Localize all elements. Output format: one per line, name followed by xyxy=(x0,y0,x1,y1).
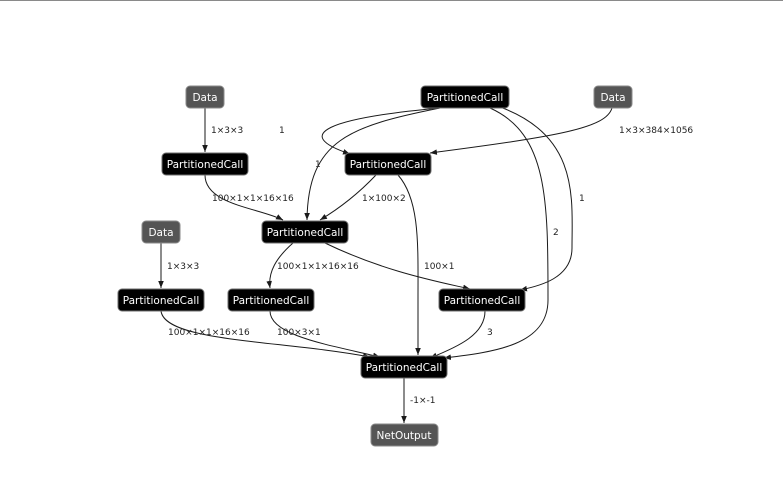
edge-label-top-mid1: 1 xyxy=(279,126,285,136)
node-pc-top-label: PartitionedCall xyxy=(427,92,503,104)
node-pc-left1-label: PartitionedCall xyxy=(167,159,243,171)
edge-label-left2-final: 100×1×1×16×16 xyxy=(168,328,250,338)
edge-label-data-a: 1×3×3 xyxy=(211,126,243,136)
edge-pc-top-to-pc-mid1 xyxy=(321,107,441,155)
node-net-output-label: NetOutput xyxy=(377,430,432,442)
node-pc-final-label: PartitionedCall xyxy=(366,362,442,374)
edge-pc-top-to-pc-right2 xyxy=(499,106,573,292)
node-data-a[interactable]: Data xyxy=(185,85,225,109)
edge-label-left1-center: 100×1×1×16×16 xyxy=(212,194,294,204)
edge-data-b-to-pc-mid1 xyxy=(429,107,613,155)
edge-pc-mid1-to-pc-center xyxy=(319,174,377,221)
node-pc-mid2-label: PartitionedCall xyxy=(233,295,309,307)
node-data-b[interactable]: Data xyxy=(593,85,633,109)
edge-labels: 1×3×3 1 1×3×384×1056 1 1 2 100×1×1×16×16… xyxy=(167,126,693,406)
node-data-a-label: Data xyxy=(192,92,217,104)
node-pc-left1[interactable]: PartitionedCall xyxy=(161,152,249,176)
node-data-c[interactable]: Data xyxy=(141,220,181,244)
edge-label-top-center: 1 xyxy=(315,160,321,170)
edge-label-mid1-center: 1×100×2 xyxy=(362,194,406,204)
edge-pc-top-to-pc-center xyxy=(304,107,441,221)
node-pc-final[interactable]: PartitionedCall xyxy=(360,355,448,379)
edge-label-center-mid2: 100×1×1×16×16 xyxy=(277,262,359,272)
edge-label-mid2-final: 100×3×1 xyxy=(277,328,321,338)
nodes: Data PartitionedCall Data PartitionedCal… xyxy=(117,85,633,447)
edge-label-final-out: -1×-1 xyxy=(410,396,436,406)
node-pc-center-label: PartitionedCall xyxy=(267,227,343,239)
node-data-c-label: Data xyxy=(148,227,173,239)
edge-pc-mid1-to-pc-final xyxy=(397,174,421,355)
node-pc-top[interactable]: PartitionedCall xyxy=(420,85,510,109)
edge-pc-left1-to-pc-center xyxy=(204,174,284,221)
node-pc-mid1[interactable]: PartitionedCall xyxy=(344,152,432,176)
node-pc-left2-label: PartitionedCall xyxy=(123,295,199,307)
edge-label-right2-final: 3 xyxy=(487,328,493,338)
edge-label-data-b: 1×3×384×1056 xyxy=(619,126,693,136)
edge-label-mid1-final: 100×1 xyxy=(424,262,454,272)
edge-label-top-final: 2 xyxy=(553,228,559,238)
edge-pc-left2-to-pc-final xyxy=(160,310,371,359)
edge-pc-center-to-pc-right2 xyxy=(324,242,471,291)
node-data-b-label: Data xyxy=(600,92,625,104)
node-pc-left2[interactable]: PartitionedCall xyxy=(117,288,205,312)
edge-pc-right2-to-pc-final xyxy=(429,310,486,359)
node-pc-right2[interactable]: PartitionedCall xyxy=(438,288,526,312)
edges xyxy=(158,106,613,423)
node-net-output[interactable]: NetOutput xyxy=(370,423,439,447)
node-pc-center[interactable]: PartitionedCall xyxy=(261,220,349,244)
node-pc-mid1-label: PartitionedCall xyxy=(350,159,426,171)
node-pc-right2-label: PartitionedCall xyxy=(444,295,520,307)
edge-label-top-right2: 1 xyxy=(579,194,585,204)
edge-pc-center-to-pc-mid2 xyxy=(266,242,294,289)
edge-pc-mid2-to-pc-final xyxy=(269,310,381,359)
node-pc-mid2[interactable]: PartitionedCall xyxy=(227,288,315,312)
edge-label-data-c: 1×3×3 xyxy=(167,262,199,272)
window-top-border xyxy=(0,0,783,1)
edge-pc-top-to-pc-final xyxy=(443,107,549,360)
